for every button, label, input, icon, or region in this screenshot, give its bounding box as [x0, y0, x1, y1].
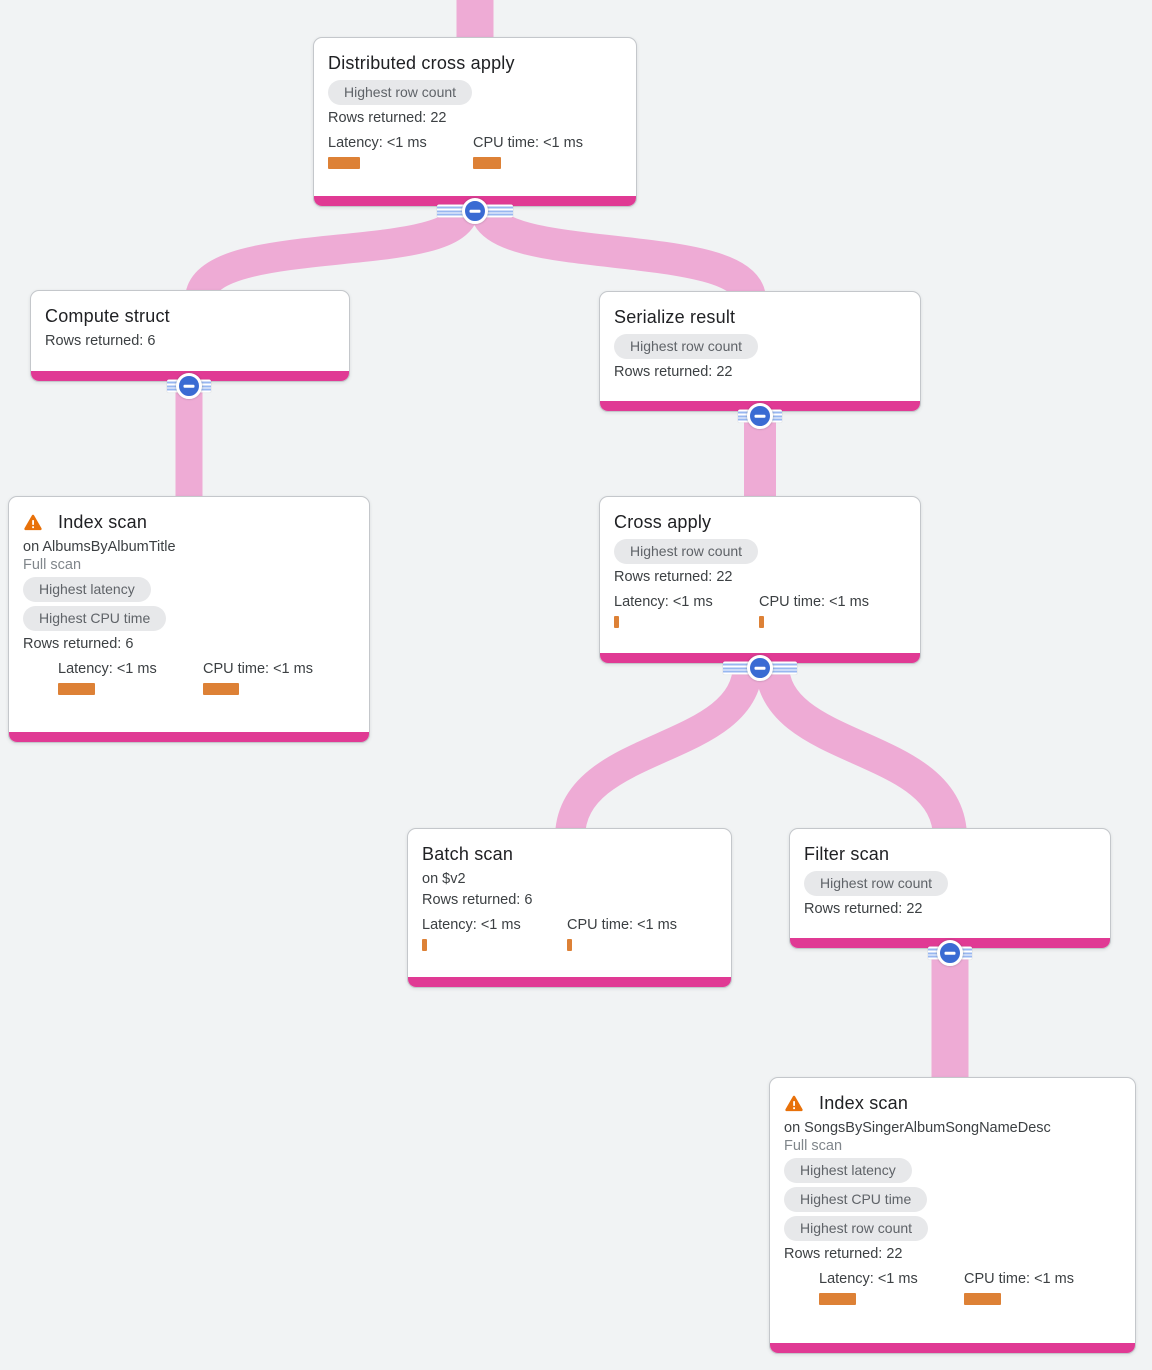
node-title: Cross apply [614, 512, 712, 532]
tree-link-distributed-cross-apply-to-serialize-result [470, 204, 766, 304]
collapse-button[interactable] [437, 198, 513, 224]
tree-link-cross-apply-to-batch-scan [555, 662, 763, 840]
status-badge: Highest CPU time [23, 606, 167, 631]
latency-label: Latency: <1 ms [422, 917, 521, 933]
cpu-time-label: CPU time: <1 ms [473, 135, 583, 151]
latency-label: Latency: <1 ms [614, 594, 713, 610]
latency-label: Latency: <1 ms [58, 661, 157, 677]
collapse-button[interactable] [738, 403, 782, 429]
rows-returned: Rows returned: 6 [23, 636, 134, 652]
latency-bar [422, 939, 427, 951]
node-title: Batch scan [422, 844, 514, 864]
status-badge: Highest CPU time [784, 1187, 928, 1212]
node-title: Compute struct [45, 306, 170, 326]
status-badge: Highest latency [23, 577, 151, 602]
cpu-time-bar [964, 1293, 1001, 1305]
warning-icon [785, 1095, 803, 1111]
warning-icon-wrap [784, 1094, 819, 1114]
warning-icon [24, 514, 42, 530]
minus-icon [462, 198, 488, 224]
status-badge: Highest row count [614, 539, 759, 564]
rows-returned: Rows returned: 22 [784, 1246, 903, 1262]
rows-returned: Rows returned: 22 [328, 110, 447, 126]
node-target: on $v2 [422, 871, 466, 887]
node-accent-bar [9, 732, 369, 742]
node-target: on AlbumsByAlbumTitle [23, 539, 176, 555]
warning-icon-wrap [23, 513, 58, 533]
collapse-button[interactable] [723, 655, 797, 681]
node-accent-bar [408, 977, 731, 987]
latency-bar [58, 683, 95, 695]
latency-bar [614, 616, 619, 628]
full-scan-note: Full scan [23, 557, 82, 573]
rows-returned: Rows returned: 22 [614, 364, 733, 380]
node-title: Distributed cross apply [328, 53, 515, 73]
latency-bar [819, 1293, 856, 1305]
full-scan-note: Full scan [784, 1138, 843, 1154]
rows-returned: Rows returned: 22 [614, 569, 733, 585]
minus-icon [176, 373, 202, 399]
status-badge: Highest row count [784, 1216, 929, 1241]
node-target: on SongsBySingerAlbumSongNameDesc [784, 1120, 1051, 1136]
node-title: Index scan [58, 512, 148, 532]
status-badge: Highest row count [328, 80, 473, 105]
node-accent-bar [770, 1343, 1135, 1353]
cpu-time-label: CPU time: <1 ms [203, 661, 313, 677]
status-badge: Highest row count [804, 871, 949, 896]
collapse-button[interactable] [167, 373, 211, 399]
tree-link-distributed-cross-apply-to-compute-struct [185, 204, 479, 303]
node-title: Index scan [819, 1093, 909, 1113]
cpu-time-bar [567, 939, 572, 951]
minus-icon [747, 655, 773, 681]
minus-icon [937, 940, 963, 966]
cpu-time-bar [203, 683, 239, 695]
rows-returned: Rows returned: 22 [804, 901, 923, 917]
status-badge: Highest latency [784, 1158, 912, 1183]
tree-link-cross-apply-to-filter-scan [755, 662, 967, 840]
cpu-time-bar [759, 616, 764, 628]
plan-node-index-scan-songs[interactable]: Index scan on SongsBySingerAlbumSongNameD… [769, 1077, 1136, 1354]
cpu-time-label: CPU time: <1 ms [567, 917, 677, 933]
rows-returned: Rows returned: 6 [45, 333, 156, 349]
rows-returned: Rows returned: 6 [422, 892, 533, 908]
status-badge: Highest row count [614, 334, 759, 359]
cpu-time-label: CPU time: <1 ms [759, 594, 869, 610]
cpu-time-bar [473, 157, 501, 169]
node-title: Serialize result [614, 307, 736, 327]
minus-icon [747, 403, 773, 429]
latency-bar [328, 157, 360, 169]
node-title: Filter scan [804, 844, 890, 864]
cpu-time-label: CPU time: <1 ms [964, 1271, 1074, 1287]
collapse-button[interactable] [928, 940, 972, 966]
latency-label: Latency: <1 ms [328, 135, 427, 151]
latency-label: Latency: <1 ms [819, 1271, 918, 1287]
